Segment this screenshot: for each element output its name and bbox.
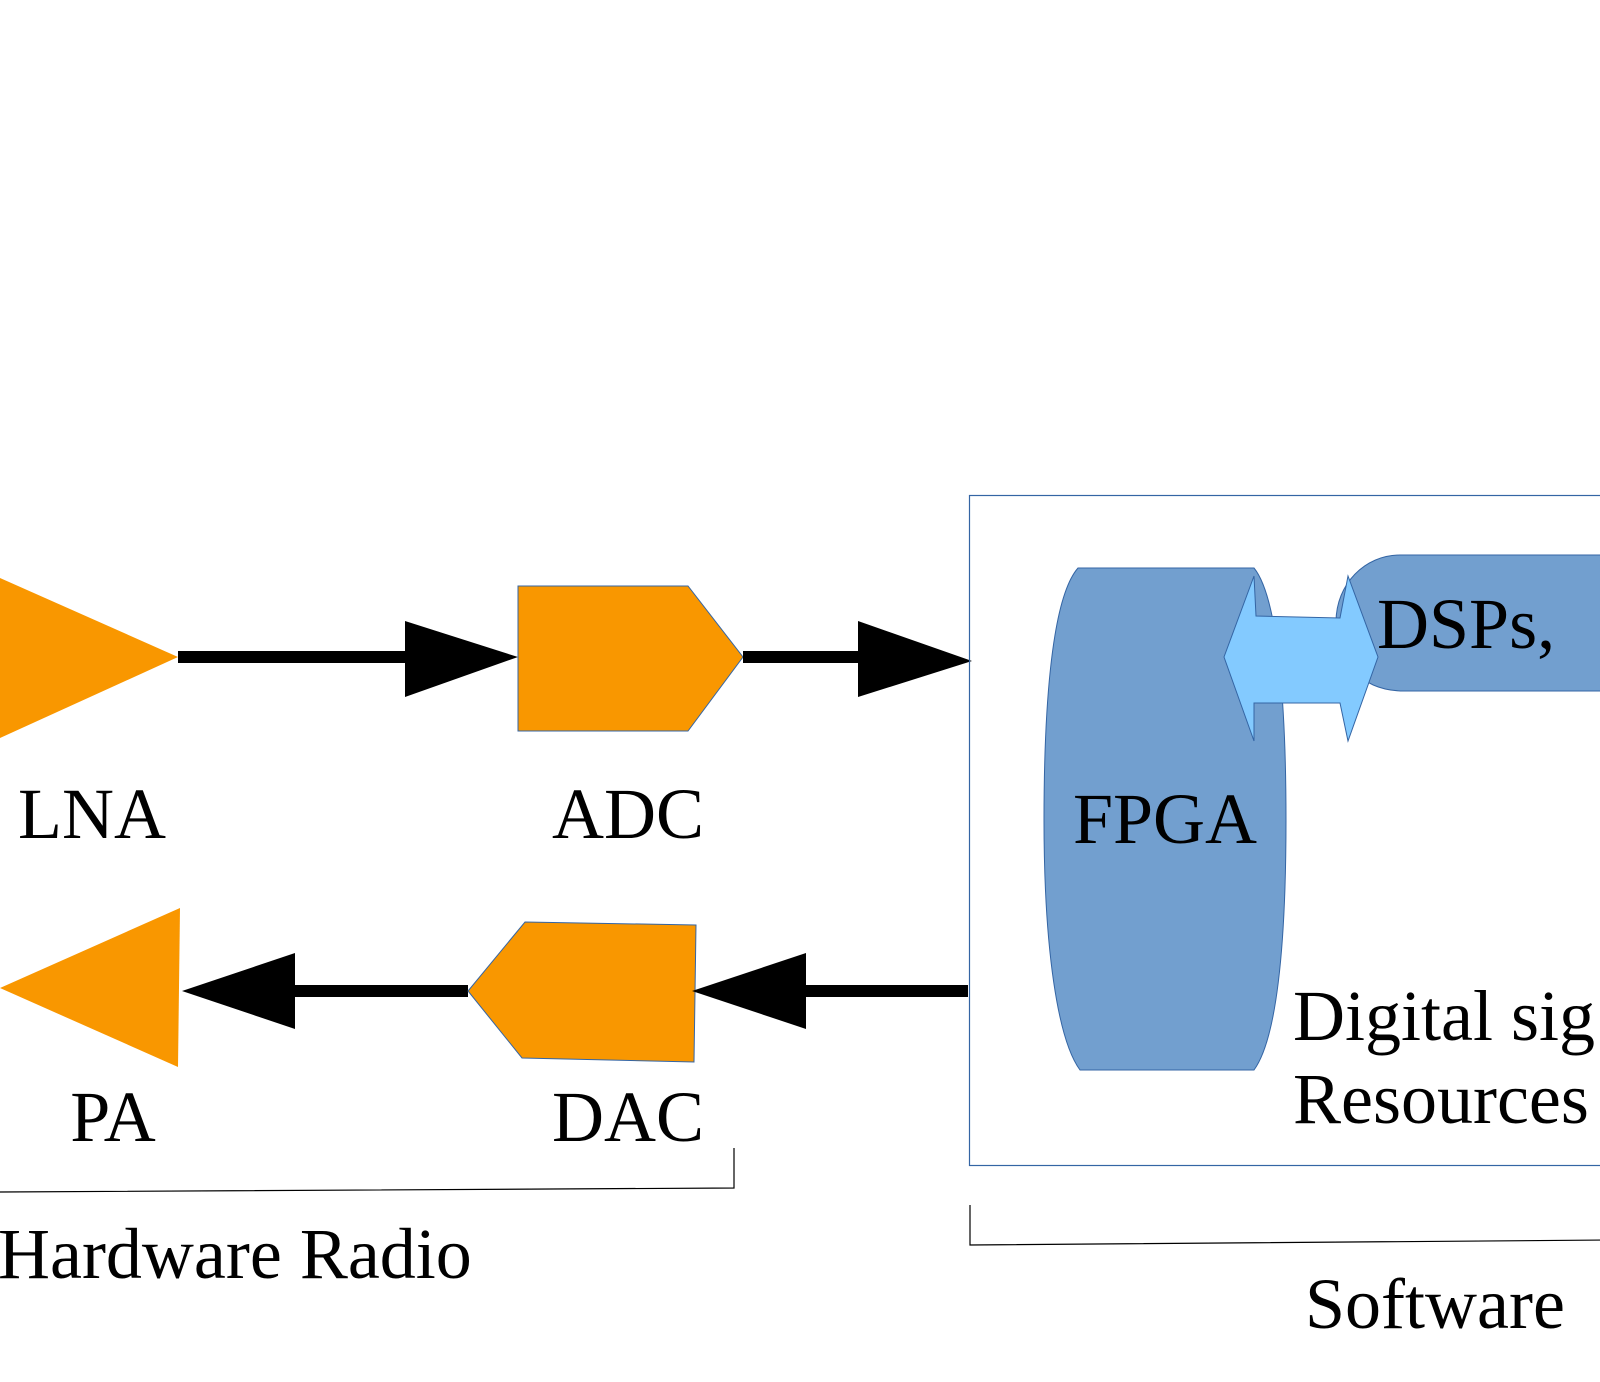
pa-label: PA [70, 1077, 155, 1157]
dac-label: DAC [552, 1077, 704, 1157]
fpga-block [1043, 567, 1287, 1071]
resources-label: Resources [1293, 1059, 1589, 1139]
adc-label: ADC [552, 774, 704, 854]
digital-signal-label: Digital sig [1293, 976, 1595, 1056]
hardware-radio-label: Hardware Radio [0, 1214, 472, 1294]
lna-label: LNA [18, 774, 166, 854]
arrow-dac-to-pa [182, 953, 468, 1029]
pa-amplifier [0, 908, 180, 1067]
software-label: Software [1305, 1264, 1565, 1344]
hardware-bracket [0, 1148, 735, 1193]
adc-block [517, 585, 744, 732]
dac-block [467, 921, 697, 1063]
software-bracket [969, 1205, 1600, 1246]
dsps-label: DSPs, [1377, 584, 1555, 664]
lna-amplifier [0, 578, 178, 738]
fpga-dsp-bus-arrow [1223, 574, 1379, 743]
arrow-adc-to-software [743, 621, 972, 697]
software-box [968, 494, 1600, 1167]
arrow-lna-to-adc [178, 621, 518, 697]
arrow-software-to-dac [692, 953, 968, 1029]
fpga-label: FPGA [1073, 779, 1257, 859]
